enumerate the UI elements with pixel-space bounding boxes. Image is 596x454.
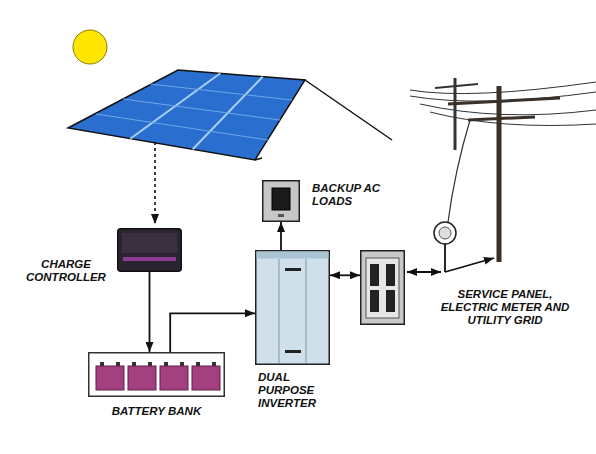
- panel-door: [366, 258, 399, 318]
- panel-meter-arrow: [407, 271, 441, 273]
- connector-arrow: [280, 222, 282, 250]
- node-label: SERVICE PANEL, ELECTRIC METER AND UTILIT…: [430, 288, 580, 327]
- node-shape: [255, 250, 330, 365]
- battery-terminal: [100, 362, 104, 366]
- panel-housing: [361, 251, 405, 325]
- connector-arrow: [170, 313, 255, 352]
- node-shape: [88, 352, 225, 397]
- roof-line: [255, 158, 262, 160]
- grid-arrow: [445, 258, 494, 272]
- far-utility-pole: [454, 78, 457, 150]
- label-group: SERVICE PANEL, ELECTRIC METER AND UTILIT…: [430, 288, 580, 327]
- node-label: CHARGE CONTROLLER: [20, 258, 112, 284]
- battery-terminal: [148, 362, 152, 366]
- solar-panels: [68, 70, 305, 160]
- battery-terminal: [212, 362, 216, 366]
- connector-arrow: [149, 272, 151, 352]
- label-group: DUAL PURPOSE INVERTER: [258, 371, 330, 410]
- breaker: [386, 290, 395, 312]
- connector-arrow: [330, 274, 360, 276]
- charge-controller-box: CHARGE CONTROLLER: [117, 228, 182, 272]
- service-drop: [448, 120, 470, 222]
- battery-bank-box: BATTERY BANK: [88, 352, 225, 397]
- label-group: BATTERY BANK: [78, 405, 235, 418]
- power-wire: [420, 104, 596, 115]
- meter-wire: [444, 244, 446, 272]
- power-wire: [410, 92, 596, 101]
- inverter-panel-line: [306, 259, 307, 363]
- node-shape: [262, 180, 300, 222]
- loads-slot: [278, 214, 284, 217]
- battery-cell: [160, 366, 188, 390]
- sun: [73, 30, 107, 64]
- battery-terminal: [164, 362, 168, 366]
- node-label: DUAL PURPOSE INVERTER: [258, 371, 330, 410]
- breaker: [370, 290, 379, 312]
- inverter-top: [257, 252, 329, 259]
- service-panel-box: SERVICE PANEL, ELECTRIC METER AND UTILIT…: [360, 250, 405, 325]
- battery-cell: [128, 366, 156, 390]
- loads-screen: [272, 188, 290, 210]
- controller-face: [122, 233, 177, 253]
- utility-pole: [497, 86, 502, 262]
- panel-cell-line: [96, 114, 268, 140]
- breaker: [386, 264, 395, 286]
- battery-terminal: [116, 362, 120, 366]
- panel-cell-line: [123, 99, 280, 120]
- label-group: BACKUP AC LOADS: [312, 182, 388, 208]
- label-group: CHARGE CONTROLLER: [20, 258, 112, 284]
- inverter-slot: [285, 268, 301, 271]
- electric-meter: [434, 222, 456, 244]
- inverter-box: DUAL PURPOSE INVERTER: [255, 250, 330, 365]
- node-label: BACKUP AC LOADS: [312, 182, 388, 208]
- far-crossarm: [435, 84, 478, 88]
- backup-loads-box: BACKUP AC LOADS: [262, 180, 300, 222]
- node-label: BATTERY BANK: [78, 405, 235, 418]
- controller-housing: [118, 229, 182, 272]
- node-shape: [117, 228, 182, 272]
- controller-stripe: [123, 257, 176, 261]
- power-wire: [410, 82, 596, 94]
- breaker: [370, 264, 379, 286]
- battery-tray: [89, 353, 225, 397]
- panel-cell-line: [150, 84, 292, 100]
- battery-cell: [192, 366, 220, 390]
- battery-terminal: [180, 362, 184, 366]
- loads-housing: [263, 181, 300, 222]
- inverter-slot: [285, 350, 301, 353]
- node-shape: [360, 250, 405, 325]
- roof-line: [305, 80, 392, 140]
- inverter-panel-line: [279, 259, 280, 363]
- meter-dial: [439, 227, 451, 239]
- battery-terminal: [132, 362, 136, 366]
- battery-terminal: [196, 362, 200, 366]
- battery-cell: [96, 366, 124, 390]
- inverter-cabinet: [256, 251, 330, 365]
- crossarm: [468, 117, 535, 120]
- power-wire: [430, 112, 596, 126]
- dotted-arrow: [154, 142, 156, 224]
